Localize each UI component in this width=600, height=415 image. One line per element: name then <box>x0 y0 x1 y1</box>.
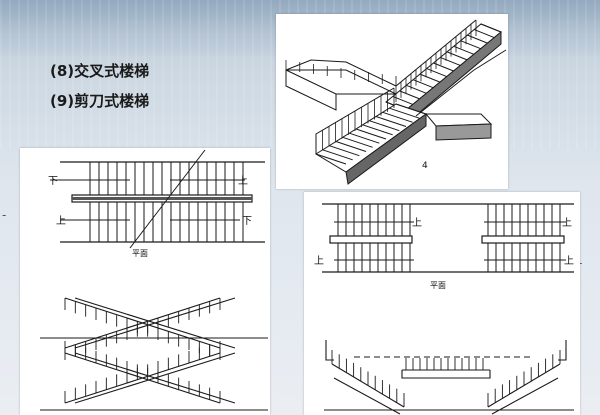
cross-stair-drawing: 4 <box>285 19 507 185</box>
figure-scissor-stair-right: 上 上 上 上 平面 <box>304 192 580 415</box>
drawing-line <box>474 29 495 39</box>
drawing-line <box>426 68 447 78</box>
drawing-line <box>419 73 441 83</box>
drawing-line <box>412 79 434 89</box>
figure-cross-stair-perspective: 4 <box>276 14 508 189</box>
figure-caption: 4 <box>422 161 428 171</box>
drawing-line <box>329 145 360 157</box>
drawing-line <box>480 23 502 33</box>
drawing-line <box>375 116 407 127</box>
drawing-line <box>406 84 427 94</box>
label-up-1: 上 <box>412 217 422 229</box>
drawing-line <box>446 51 468 61</box>
label-up-4: 上 <box>564 255 574 267</box>
drawing-line <box>460 40 481 50</box>
drawing-line <box>389 107 420 119</box>
margin-dash-left: - <box>2 208 7 222</box>
label-plan-left: 平面 <box>132 249 148 258</box>
drawing-line <box>322 149 353 161</box>
label-up-2: 上 <box>56 215 66 227</box>
label-down-1: 下 <box>48 176 58 187</box>
label-plan-right: 平面 <box>430 281 446 290</box>
drawing-line <box>342 136 373 148</box>
drawing-line <box>362 124 393 136</box>
label-down-2: 下 <box>242 216 252 227</box>
label-up-1: 上 <box>238 175 248 187</box>
figure-scissor-stair-left: 下 上 上 下 平面 <box>20 148 270 415</box>
drawing-line <box>399 90 420 100</box>
drawing-line <box>355 128 387 140</box>
drawing-line <box>453 45 475 55</box>
margin-dash-right: - <box>578 256 583 270</box>
scissor-stair-drawing-right: 上 上 上 上 平面 <box>314 203 574 415</box>
drawing-line <box>433 62 454 72</box>
drawing-line <box>369 120 400 132</box>
scissor-stair-drawing-left: 下 上 上 下 平面 <box>40 149 268 411</box>
label-up-3: 上 <box>314 255 324 267</box>
title-scissor-stair: (9)剪刀式楼梯 <box>50 92 150 110</box>
title-cross-stair: (8)交叉式楼梯 <box>50 62 150 80</box>
drawing-line <box>349 132 380 144</box>
drawing-line <box>335 141 367 152</box>
label-up-2: 上 <box>562 217 572 229</box>
drawing-line <box>315 153 347 165</box>
drawing-line <box>382 111 413 123</box>
drawing-line <box>440 56 461 66</box>
